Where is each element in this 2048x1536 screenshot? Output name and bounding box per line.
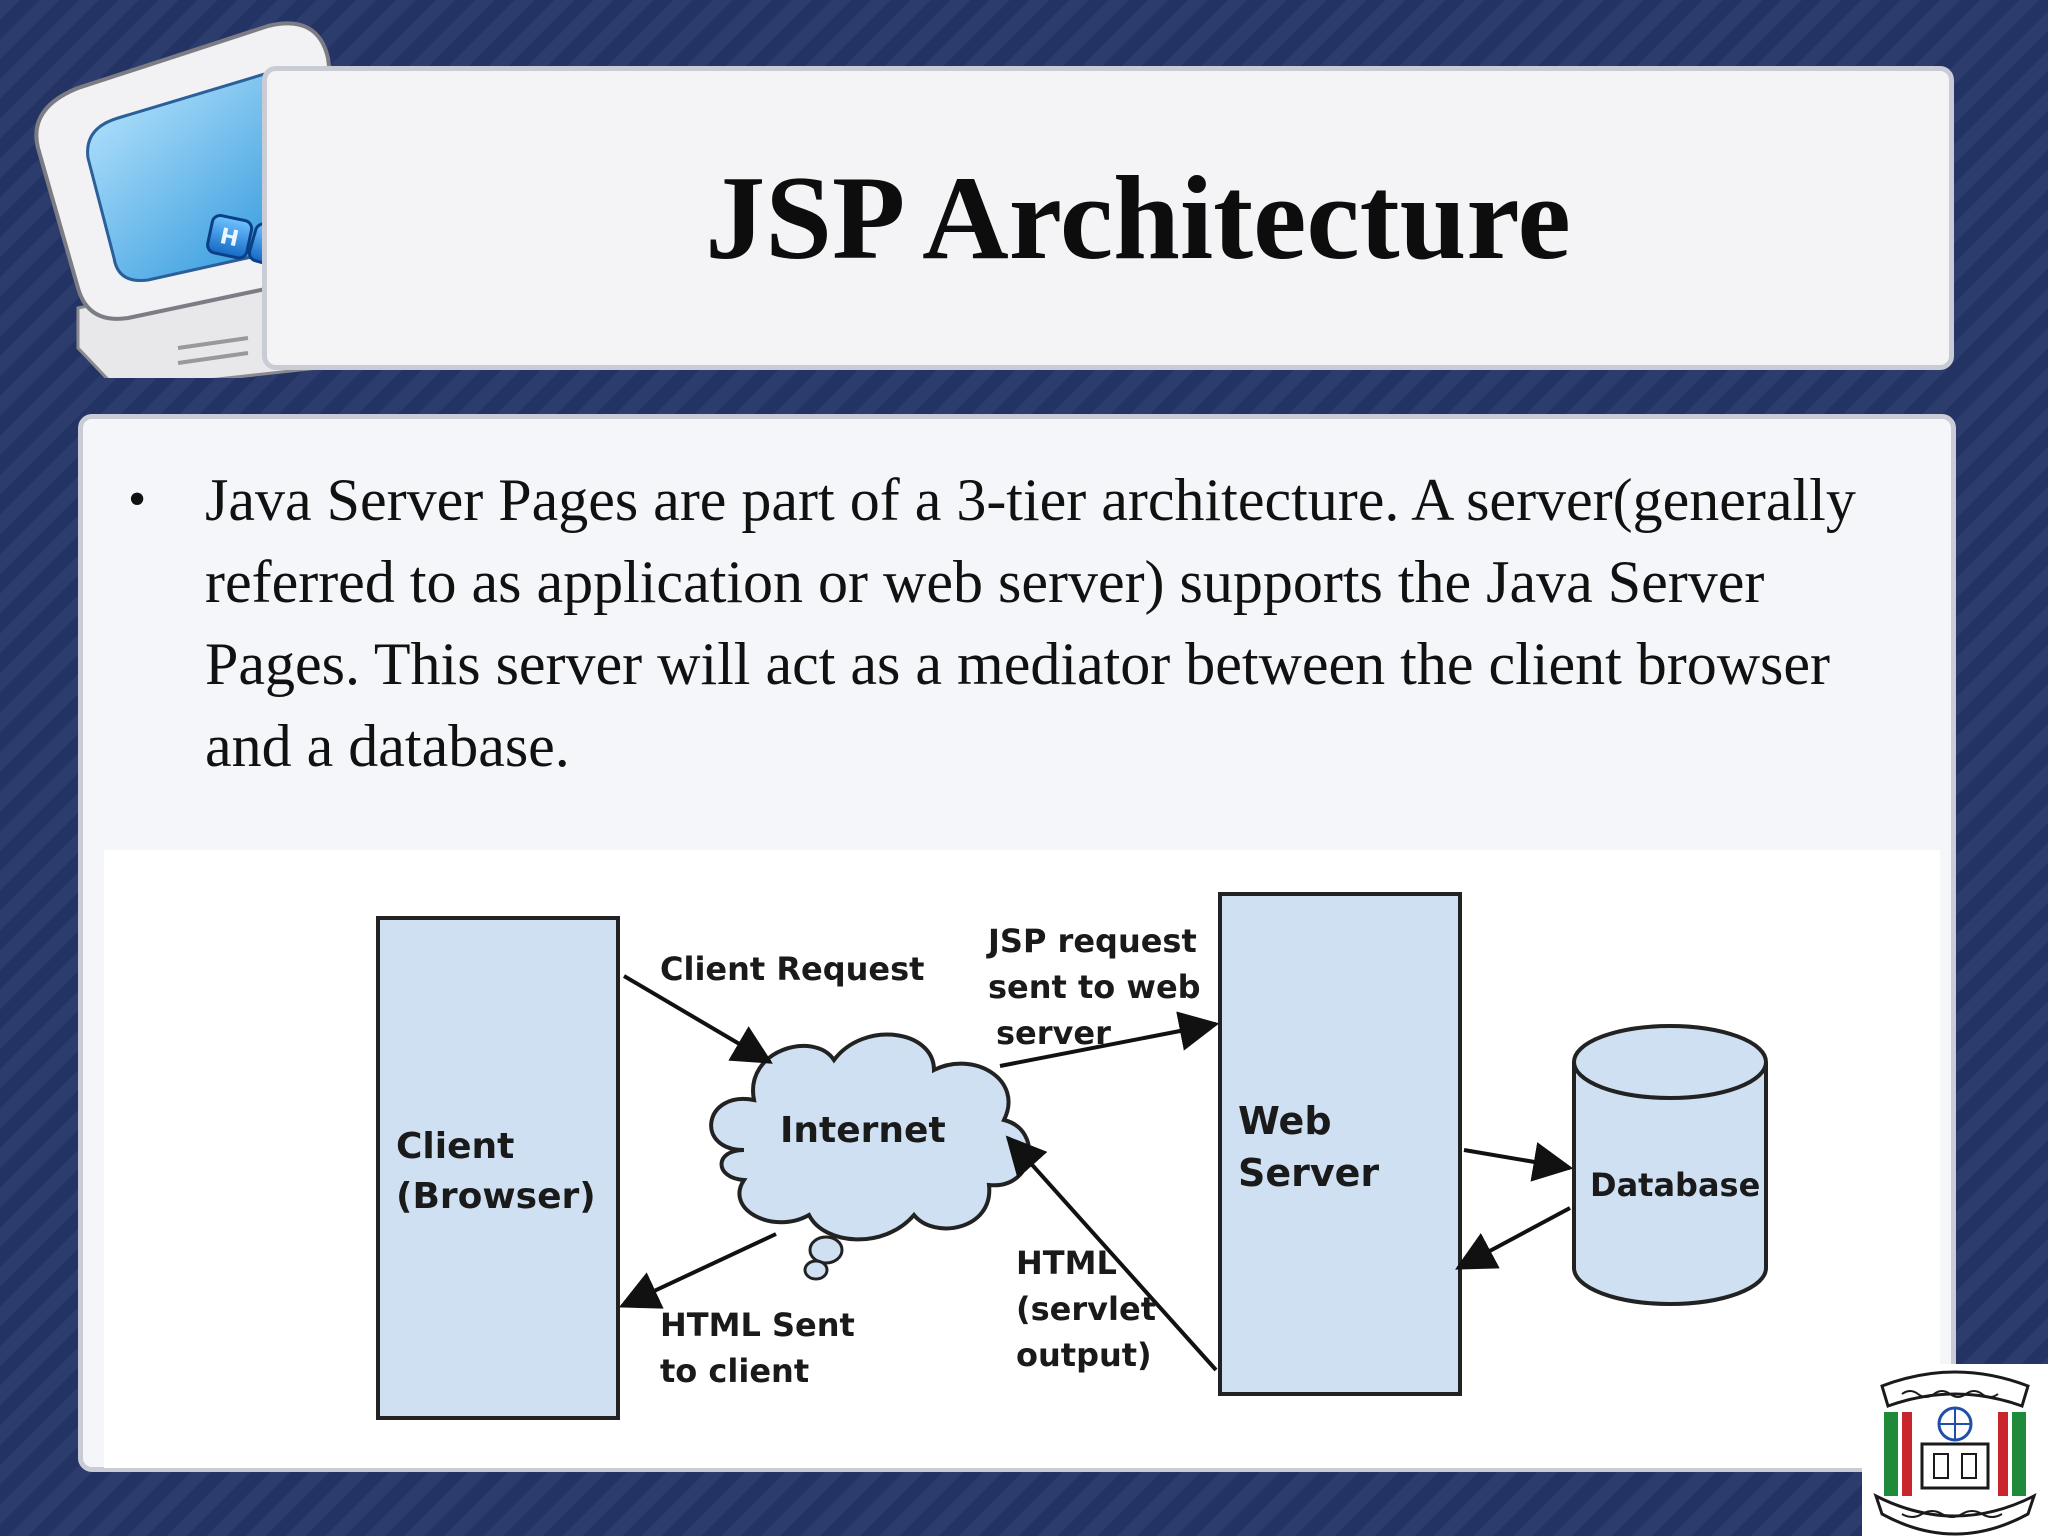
html-servlet-label-line3: output): [1016, 1336, 1152, 1374]
client-label-line1: Client: [396, 1126, 514, 1167]
slide-title: JSP Architecture: [705, 151, 1571, 284]
bullet-item: • Java Server Pages are part of a 3-tier…: [128, 459, 1888, 787]
web-server-label-line1: Web: [1238, 1099, 1332, 1143]
jsp-request-label-line1: JSP request: [986, 922, 1197, 960]
jsp-request-arrow: [999, 1011, 1220, 1068]
database-label: Database: [1590, 1166, 1760, 1204]
title-panel: JSP Architecture: [262, 66, 1954, 370]
html-servlet-output-arrow: [1005, 1135, 1218, 1372]
html-sent-label-line2: to client: [660, 1352, 809, 1390]
client-request-arrow: [622, 974, 773, 1064]
web-server-label-line2: Server: [1238, 1151, 1379, 1195]
html-servlet-label-line1: HTML: [1016, 1244, 1117, 1282]
web-server-box: [1218, 892, 1462, 1396]
jsp-request-label-line2: sent to web: [988, 968, 1201, 1006]
client-box: [376, 916, 620, 1420]
database-cylinder: Database: [1572, 1024, 1768, 1306]
internet-cloud: Internet: [709, 1032, 1031, 1281]
svg-text:H: H: [218, 224, 241, 252]
database-to-server-arrow: [1455, 1206, 1571, 1270]
jsp-architecture-diagram: Client (Browser) Web Server Database Int…: [104, 850, 1940, 1468]
bullet-text: Java Server Pages are part of a 3-tier a…: [205, 467, 1856, 779]
university-logo: [1862, 1364, 2048, 1536]
client-label-line2: (Browser): [396, 1176, 596, 1217]
bullet-dot: •: [128, 471, 147, 528]
html-sent-arrow: [618, 1232, 777, 1309]
internet-label: Internet: [780, 1110, 946, 1151]
server-to-database-arrow: [1463, 1142, 1574, 1182]
html-sent-label-line1: HTML Sent: [660, 1306, 855, 1344]
html-servlet-label-line2: (servlet: [1016, 1290, 1156, 1328]
client-request-label: Client Request: [660, 950, 924, 988]
jsp-request-label-line3: server: [996, 1014, 1111, 1052]
